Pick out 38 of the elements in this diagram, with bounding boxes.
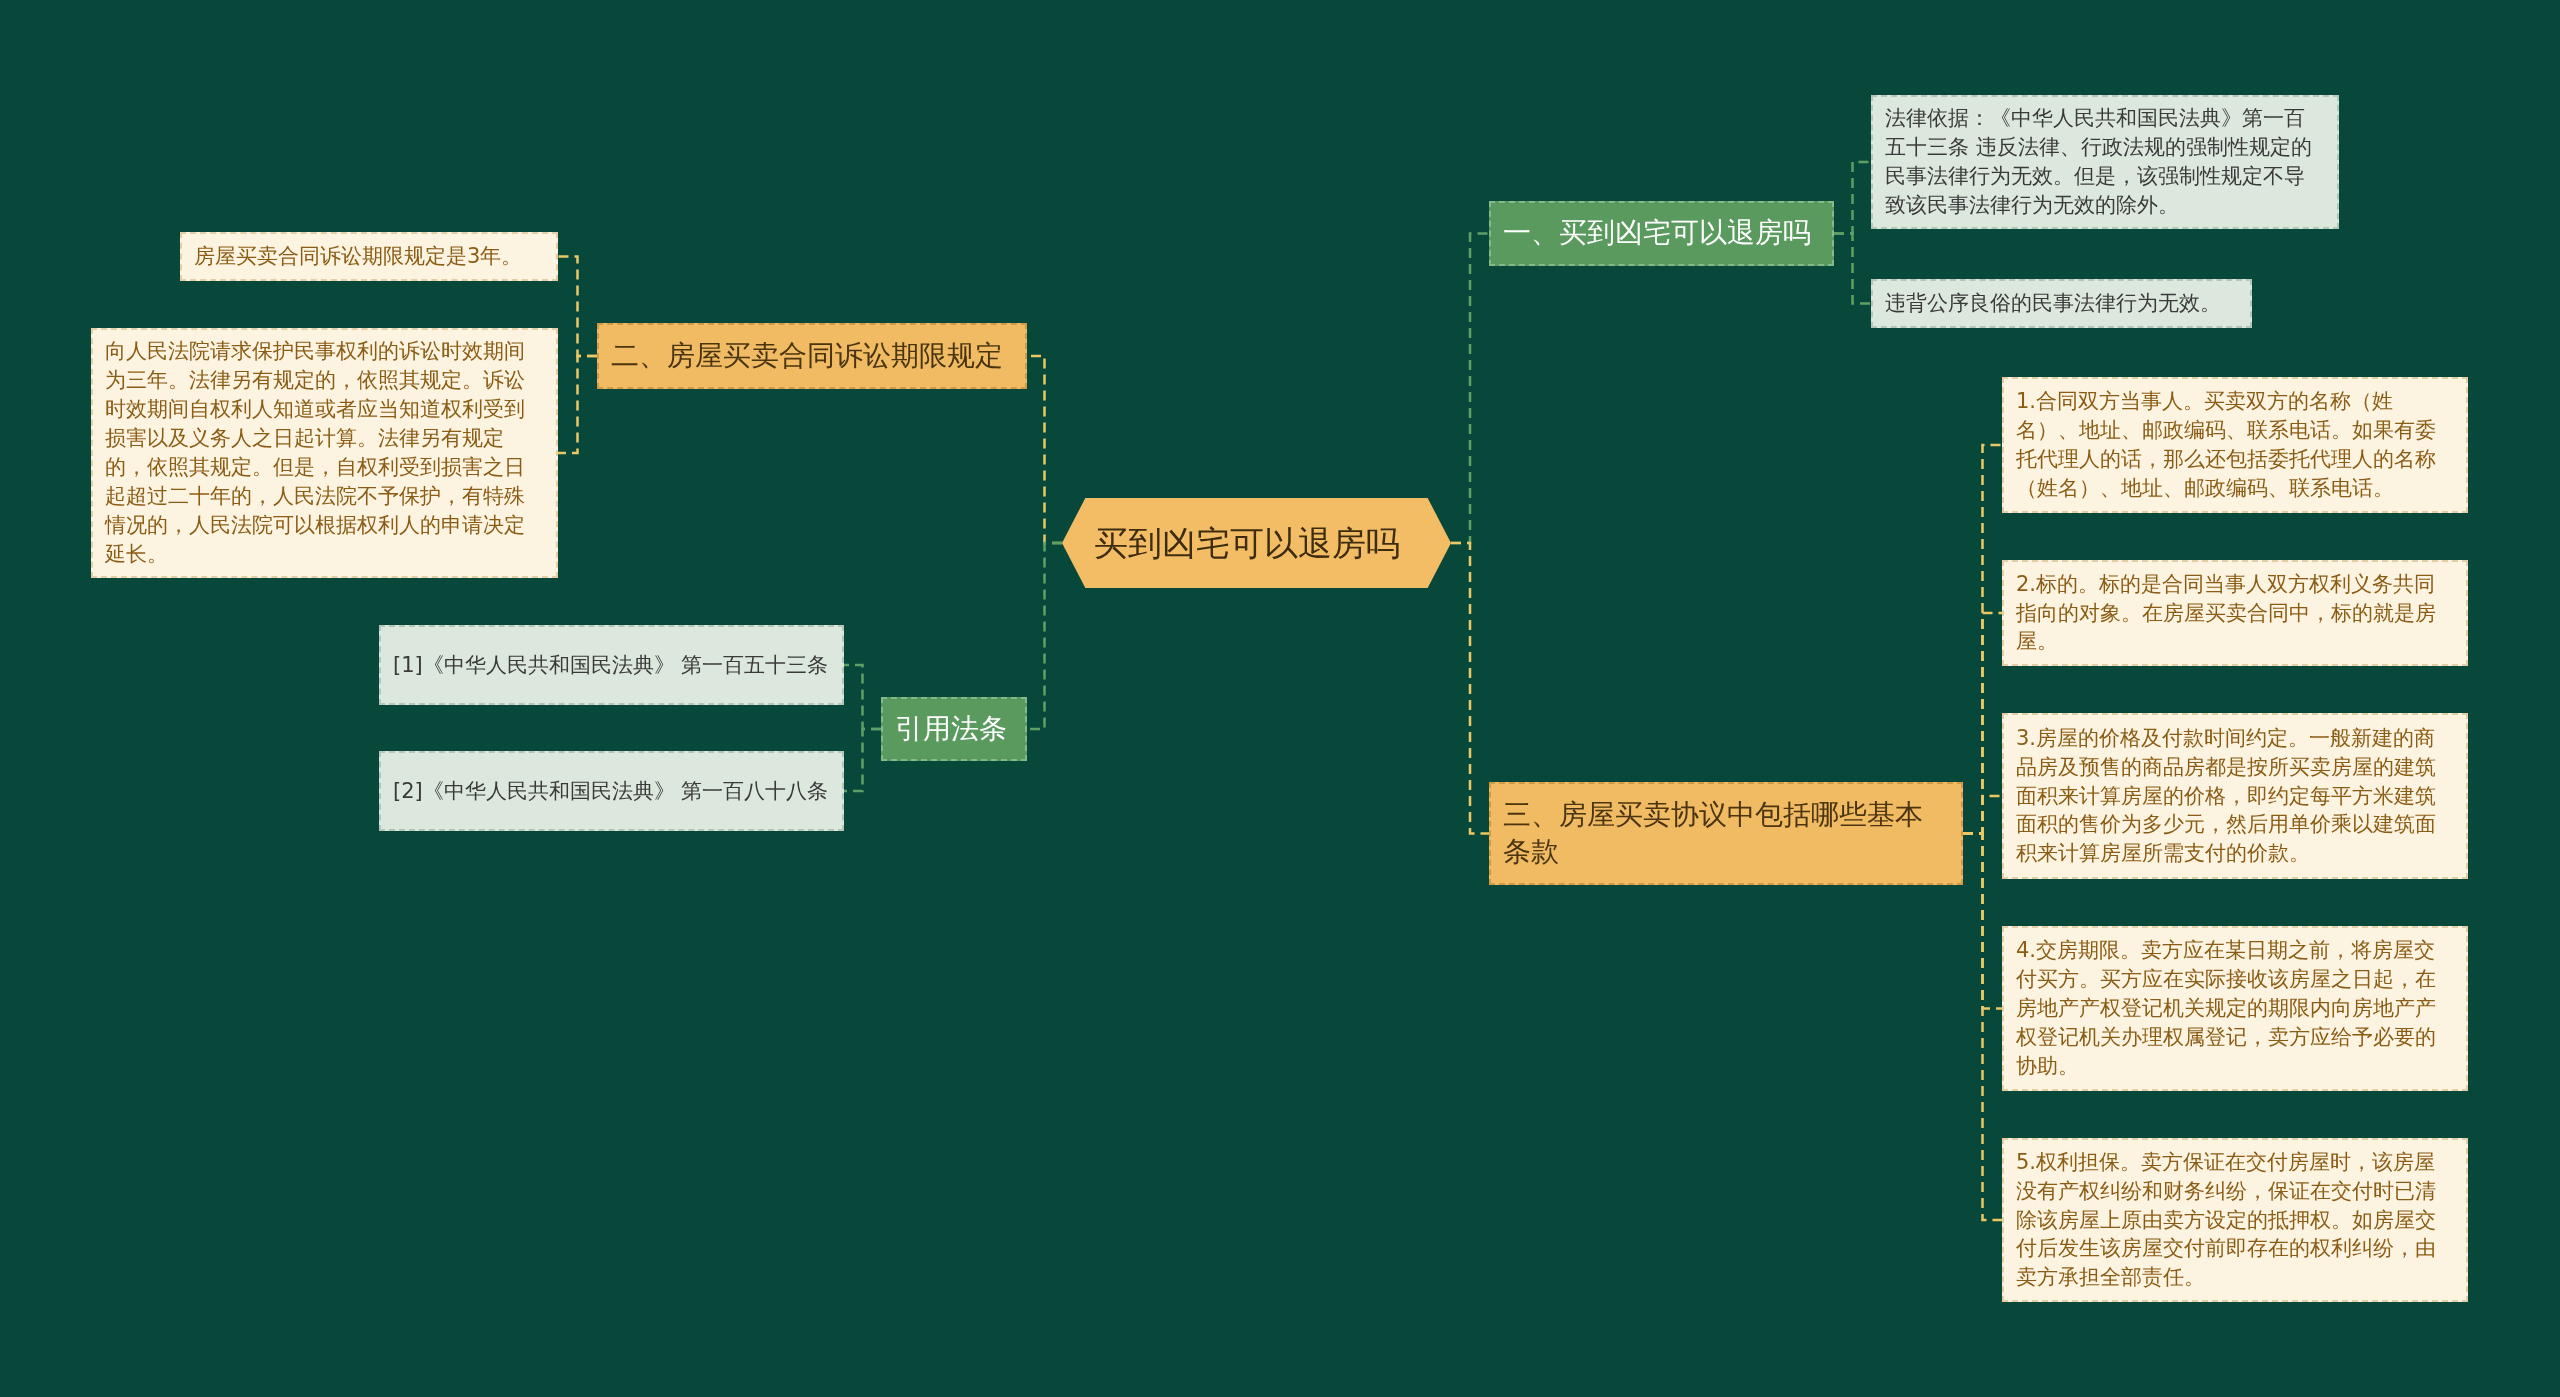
note-box (2002, 1138, 2468, 1302)
central-topic-text: 买到凶宅可以退房吗 (1094, 521, 1401, 565)
note-box (1871, 279, 2252, 328)
note-box (180, 232, 558, 281)
note-text: 违背公序良俗的民事法律行为无效。 (1885, 290, 2222, 317)
note-box (1871, 95, 2339, 229)
note-text: 5.权利担保。卖方保证在交付房屋时，该房屋没有产权纠纷和财务纠纷，保证在交付时已清除该房屋上原由卖方设定的抵押权。如房屋交付后发生该房屋交付前即存在的权利纠纷，由卖方承担全部责任。 (2016, 1148, 2437, 1292)
central-topic-hexagon (1062, 498, 1451, 588)
branch-text: 二、房屋买卖合同诉讼期限规定 (611, 337, 1004, 374)
note-box (2002, 560, 2468, 666)
branch-box (881, 697, 1027, 761)
branch-text: 引用法条 (895, 710, 1008, 747)
connector-line (1027, 541, 1062, 731)
note-text: [2]《中华人民共和国民法典》 第一百八十八条 (393, 777, 830, 805)
note-text: 2.标的。标的是合同当事人双方权利义务共同指向的对象。在房屋买卖合同中，标的就是房屋。 (2016, 570, 2437, 656)
branch-text: 三、房屋买卖协议中包括哪些基本条款 (1503, 797, 1924, 870)
note-text: 1.合同双方当事人。买卖双方的名称（姓名）、地址、邮政编码、联系电话。如果有委托代理人的话，那么还包括委托代理人的名称（姓名）、地址、邮政编码、联系电话。 (2016, 388, 2437, 502)
note-text: 向人民法院请求保护民事权利的诉讼时效期间为三年。法律另有规定的，依照其规定。诉讼时效期间自权利人知道或者应当知道权利受到损害以及义务人之日起计算。法律另有规定的，依照其规定。但是，自权利受到损害之日起超过二十年的，人民法院不予保护，有特殊情况的，人民法院可以根据权利人的申请决定延长。 (105, 338, 526, 568)
connector-line (1963, 832, 2002, 1222)
branch-box (597, 323, 1027, 389)
branch-box (1489, 201, 1834, 266)
connector-line (558, 354, 597, 455)
connector-line (844, 727, 881, 793)
note-box (2002, 926, 2468, 1091)
note-text: 房屋买卖合同诉讼期限规定是3年。 (194, 243, 524, 270)
note-box (379, 751, 844, 831)
note-box (379, 625, 844, 705)
note-box (2002, 713, 2468, 879)
note-text: [1]《中华人民共和国民法典》 第一百五十三条 (393, 651, 830, 679)
connector-line (1451, 541, 1489, 835)
note-text: 3.房屋的价格及付款时间约定。一般新建的商品房及预售的商品房都是按所买卖房屋的建筑面积来计算房屋的价格，即约定每平方米建筑面积的售价为多少元，然后用单价乘以建筑面积来计算房屋所需支付的价款。 (2016, 724, 2437, 868)
note-box (2002, 377, 2468, 513)
note-text: 4.交房期限。卖方应在某日期之前，将房屋交付买方。买方应在实际接收该房屋之日起，在房地产产权登记机关规定的期限内向房地产产权登记机关办理权属登记，卖方应给予必要的协助。 (2016, 937, 2437, 1080)
connector-line (1834, 232, 1871, 305)
branch-box (1489, 782, 1963, 885)
note-text: 法律依据：《中华人民共和国民法典》第一百五十三条 违反法律、行政法规的强制性规定的民事法律行为无效。但是，该强制性规定不导致该民事法律行为无效的除外。 (1885, 105, 2313, 219)
note-box (91, 328, 558, 578)
branch-text: 一、买到凶宅可以退房吗 (1503, 215, 1812, 252)
